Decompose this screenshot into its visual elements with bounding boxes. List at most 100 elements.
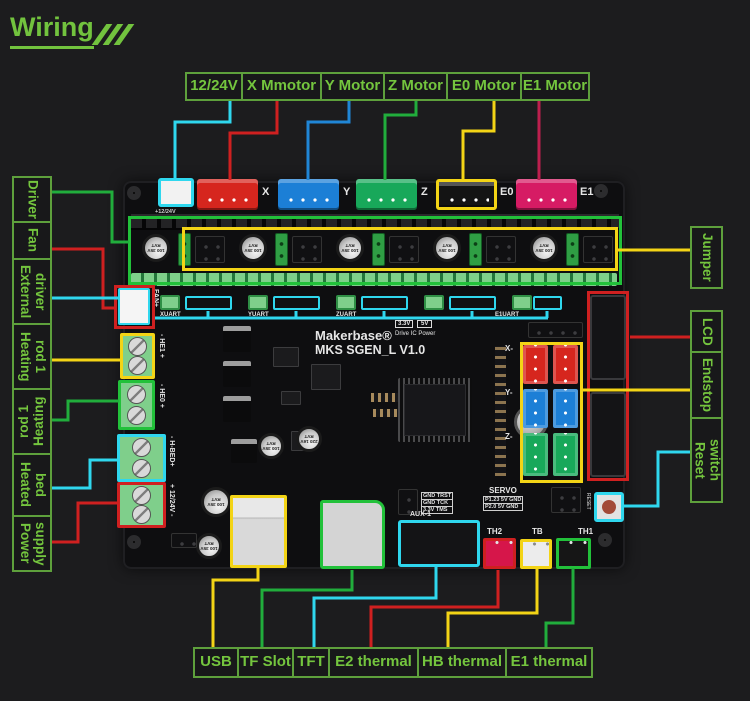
- th2-silk: TH2: [487, 527, 503, 536]
- x-endstop-silk: X-: [505, 344, 513, 353]
- screw: [127, 385, 146, 404]
- usb-port: [230, 495, 287, 568]
- resistor-cluster: [371, 393, 417, 402]
- mounting-hole: [127, 186, 141, 200]
- yuart-silk: YUART: [248, 312, 269, 318]
- driver-header: [469, 233, 482, 266]
- screw: [132, 458, 151, 478]
- label-text: 12/24V: [190, 77, 238, 95]
- label-text: HB thermal: [421, 653, 503, 671]
- power-terminal: [117, 482, 166, 528]
- power-term-silk: + 12/24V -: [168, 484, 175, 517]
- e1-motor-connector: [516, 179, 577, 210]
- small-ic: [273, 347, 299, 367]
- label-text: Z Motor: [388, 77, 443, 95]
- pin-row: [523, 196, 572, 205]
- label-heating-rod-1: Heating rod 1: [12, 323, 52, 390]
- label-text: Power supply: [18, 521, 48, 566]
- e0uart-header: [449, 296, 496, 310]
- he0-silk: - HE0 +: [158, 384, 165, 408]
- reset-button-cap: [602, 500, 616, 514]
- line-usb: [211, 568, 260, 647]
- mosfet: [223, 361, 251, 387]
- x-endstop-connector: [553, 345, 578, 384]
- mosfet: [223, 396, 251, 422]
- uart-terminal: [248, 295, 268, 310]
- jumper-block: [292, 236, 322, 263]
- label-text: Heating rod 1: [16, 396, 46, 447]
- th2-connector: [483, 538, 516, 569]
- line-heated-bed: [52, 458, 118, 490]
- label-text: Endstop: [699, 358, 715, 412]
- jumper-area-highlight: [182, 227, 618, 271]
- label-jumper: Jumper: [690, 226, 723, 289]
- line-power-supply: [52, 501, 118, 544]
- badge-5v: 5V: [417, 320, 433, 328]
- y-motor-connector: [278, 179, 339, 210]
- tb-silk: TB: [532, 527, 543, 536]
- pin-row: [204, 196, 253, 205]
- label-text: Heating rod 1: [18, 331, 48, 382]
- page-title: Wiring: [10, 12, 135, 49]
- e1uart-header: [533, 296, 562, 310]
- e1-silk: E1: [580, 186, 594, 198]
- jumper-pins: [528, 322, 583, 338]
- resistor-cluster: [373, 409, 411, 417]
- mounting-hole: [594, 184, 608, 198]
- label-text: E1 Motor: [522, 77, 588, 95]
- mosfet: [223, 326, 251, 352]
- servo-silk: SERVO: [489, 486, 517, 495]
- servo-row: P1.23 5V GND: [485, 497, 522, 503]
- label-e2-thermal: E2 thermal: [328, 647, 419, 678]
- label-lcd: LCD: [690, 310, 723, 353]
- lcd-exp1-header: [590, 295, 626, 380]
- label-text: Jumper: [699, 233, 715, 282]
- z-endstop-connector: [523, 433, 548, 476]
- label-reset-switch: Reset switch: [690, 417, 723, 503]
- th1-connector: [556, 538, 591, 569]
- fan-connector: [118, 288, 150, 325]
- uart-terminal: [160, 295, 180, 310]
- th1-silk: TH1: [578, 527, 594, 536]
- line-tf-slot: [260, 570, 354, 647]
- label-external-driver: External driver: [12, 258, 52, 325]
- line-e0-motor: [461, 101, 496, 180]
- label-power-supply: Power supply: [12, 515, 52, 572]
- e0-silk: E0: [500, 186, 514, 198]
- uart-terminal: [336, 295, 356, 310]
- capacitor: 100 35V RVT: [258, 433, 284, 459]
- reset-silk: RESET: [585, 493, 591, 510]
- screw: [128, 356, 147, 376]
- label-12-24v: 12/24V: [185, 72, 243, 101]
- line-y-motor: [306, 101, 351, 180]
- he1-silk: - HE1 +: [158, 334, 165, 358]
- label-e0-motor: E0 Motor: [446, 72, 522, 101]
- line-z-motor: [383, 101, 418, 180]
- driver-header: [372, 233, 385, 266]
- mcu-body: [404, 384, 466, 436]
- label-text: E1 thermal: [510, 653, 588, 671]
- x-motor-connector: [197, 179, 258, 210]
- label-hb-thermal: HB thermal: [417, 647, 507, 678]
- label-tft: TFT: [292, 647, 330, 678]
- jumper-block: [195, 236, 225, 263]
- label-e1-thermal: E1 thermal: [505, 647, 593, 678]
- he0-terminal: [118, 380, 155, 430]
- title-text: Wiring: [10, 12, 94, 49]
- jumper-block: [389, 236, 419, 263]
- jtag-table: GND TRST GND TCK 3.3V TMS: [421, 492, 454, 514]
- line-heating-rod-1b: [52, 399, 119, 422]
- mosfet: [231, 439, 257, 463]
- capacitor: 100 35V RVT: [196, 533, 222, 559]
- uart-terminal: [424, 295, 444, 310]
- label-z-motor: Z Motor: [383, 72, 448, 101]
- j20-header: [551, 487, 581, 513]
- screw: [128, 336, 147, 356]
- label-text: External driver: [18, 264, 48, 319]
- e1uart-silk: E1UART: [495, 312, 520, 318]
- z-endstop-connector: [553, 433, 578, 476]
- servo-row: P2.0 5V GND: [484, 503, 523, 510]
- driver-header: [566, 233, 579, 266]
- resistor-column: [495, 346, 506, 476]
- e0-motor-connector: [436, 179, 497, 210]
